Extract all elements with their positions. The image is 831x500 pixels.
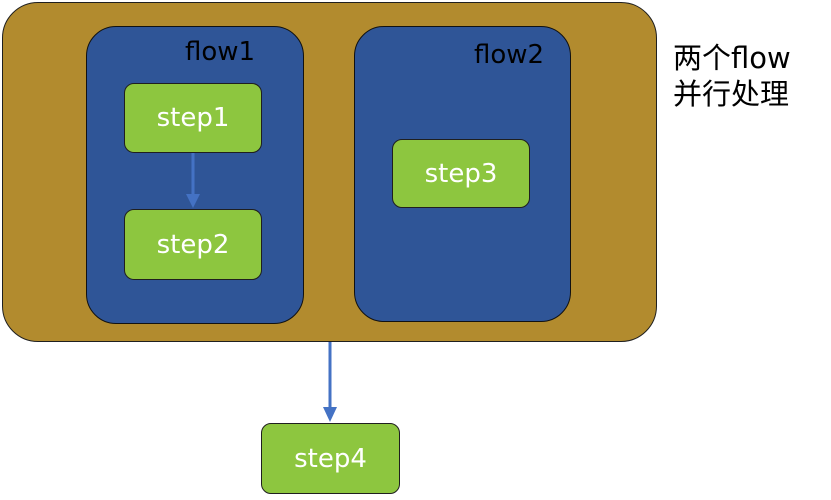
flow1-label: flow1 [185,37,256,67]
note-line-2: 并行处理 [673,77,790,112]
step1-node: step1 [124,83,262,153]
step3-node: step3 [392,139,530,208]
step4-node: step4 [261,423,400,494]
flow2-label: flow2 [474,40,545,70]
step2-node: step2 [124,209,262,280]
note-line-1: 两个flow [673,41,791,75]
arrow-container-to-step4 [323,342,337,422]
parallel-note: 两个flow 并行处理 [673,40,791,113]
